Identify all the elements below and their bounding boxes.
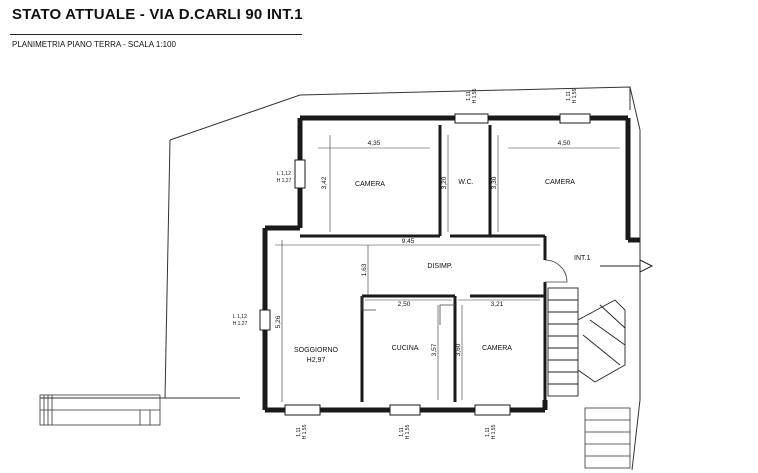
window-bottom-center <box>389 404 421 416</box>
window-tag-top-center-h: H 1,55 <box>472 88 478 103</box>
door-entrance <box>544 259 568 283</box>
window-tag-bottom-right-w: 1,11 <box>485 427 491 437</box>
dim-cucina-width: 2,50 <box>398 301 411 308</box>
window-tag-bottom-right-h: H 1,55 <box>491 424 497 439</box>
title-rule <box>10 34 302 35</box>
dim-camera3-width: 3,21 <box>491 301 504 308</box>
drawing-subtitle: PLANIMETRIA PIANO TERRA - SCALA 1:100 <box>12 40 176 49</box>
dim-camera2-height: 3,30 <box>491 176 498 189</box>
right-steps <box>584 407 631 469</box>
window-tag-bottom-center-h: H 1,55 <box>405 424 411 439</box>
window-tag-bottom-left-h: H 1,55 <box>302 424 308 439</box>
room-label-soggiorno-height: H2,97 <box>307 357 326 364</box>
stair <box>547 287 626 397</box>
dim-camera1-width: 4,35 <box>368 140 381 147</box>
window-left-lower <box>259 309 271 331</box>
room-label-soggiorno: SOGGIORNO <box>294 347 339 354</box>
dim-wc-height: 3,20 <box>441 176 448 189</box>
dim-soggiorno-height: 5,26 <box>275 315 282 328</box>
dim-camera3-height: 3,60 <box>455 343 462 356</box>
window-top-center <box>454 113 489 124</box>
window-bottom-left <box>284 404 321 416</box>
drawing-title: STATO ATTUALE - VIA D.CARLI 90 INT.1 <box>12 6 303 23</box>
dim-cucina-height: 3,57 <box>431 343 438 356</box>
room-label-wc: W.C. <box>458 179 473 186</box>
window-tag-bottom-center-w: 1,11 <box>399 427 405 437</box>
window-tag-left-upper-w: L 1,12 <box>277 171 291 177</box>
room-label-disimpegno: DISIMP. <box>427 263 452 270</box>
window-tag-bottom-left-w: 1,11 <box>296 427 302 437</box>
window-left-upper <box>294 159 306 189</box>
window-tag-left-lower-w: L 1,12 <box>233 314 247 320</box>
entrance-label: INT.1 <box>574 255 590 262</box>
room-label-camera-3: CAMERA <box>482 345 512 352</box>
room-label-cucina: CUCINA <box>392 345 419 352</box>
window-tag-left-upper-h: H 1,27 <box>277 178 292 184</box>
site-boundary <box>169 86 641 471</box>
dim-camera2-width: 4,50 <box>558 140 571 147</box>
window-top-right <box>559 113 591 124</box>
outer-wall <box>262 115 640 413</box>
window-bottom-right <box>474 404 511 416</box>
dim-disimp-width: 9,45 <box>402 238 415 245</box>
room-label-camera-2: CAMERA <box>545 179 575 186</box>
dim-disimp-height: 1,63 <box>361 263 368 276</box>
left-steps <box>39 394 161 426</box>
window-tag-top-center-w: 1,11 <box>466 91 472 101</box>
window-tag-left-lower-h: H 1,27 <box>233 321 248 327</box>
window-tag-top-right-w: 1,11 <box>566 91 572 101</box>
room-label-camera-1: CAMERA <box>355 181 385 188</box>
dim-camera1-height: 3,42 <box>321 176 328 189</box>
window-tag-top-right-h: H 1,55 <box>572 88 578 103</box>
site-boundary-left <box>164 139 171 399</box>
door-cucina <box>361 296 376 311</box>
entrance-arrow <box>600 259 654 273</box>
door-camera3 <box>439 304 455 325</box>
